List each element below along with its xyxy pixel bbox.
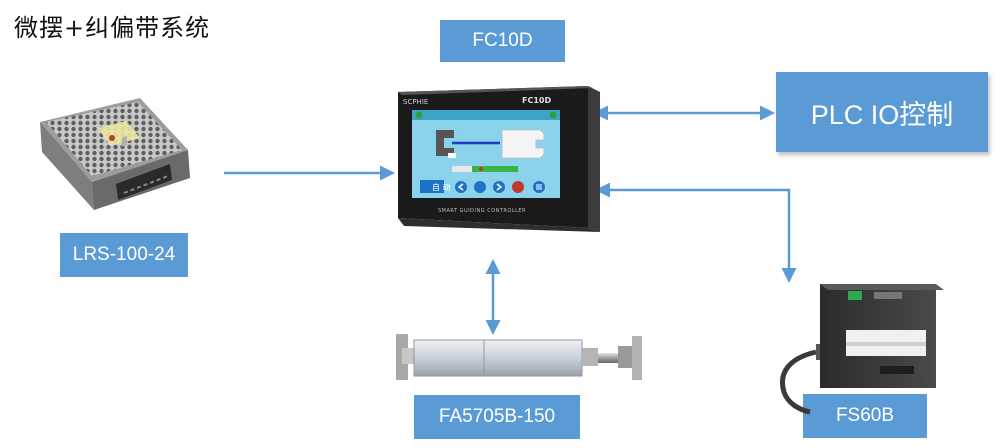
controller-footer: SMART GUIDING CONTROLLER: [438, 208, 526, 214]
label-plc-io-control: PLC IO控制: [776, 72, 988, 152]
controller-model-mark: FC10D: [522, 96, 551, 105]
label-actuator: FA5705B-150: [414, 395, 580, 439]
power-supply-image: [40, 98, 190, 210]
actuator-image: [396, 334, 642, 380]
mode-button: [420, 180, 444, 193]
left-arrow-icon: [455, 181, 467, 193]
sensor-image: [780, 284, 944, 415]
label-sensor: FS60B: [803, 394, 927, 438]
center-icon: [474, 181, 486, 193]
controller-brand: SCPHIE: [403, 98, 428, 106]
label-controller: FC10D: [440, 20, 565, 62]
right-arrow-icon: [493, 181, 505, 193]
help-icon: [549, 111, 557, 119]
arrow-controller-sensor: [595, 182, 797, 283]
info-icon: [415, 111, 423, 119]
power-icon: [512, 181, 524, 193]
controller-device-image: [398, 86, 600, 232]
diagram-title: 微摆+纠偏带系统: [14, 14, 211, 42]
label-power-supply: LRS-100-24: [60, 233, 188, 277]
controller-mode-text: 自 动: [432, 182, 451, 192]
